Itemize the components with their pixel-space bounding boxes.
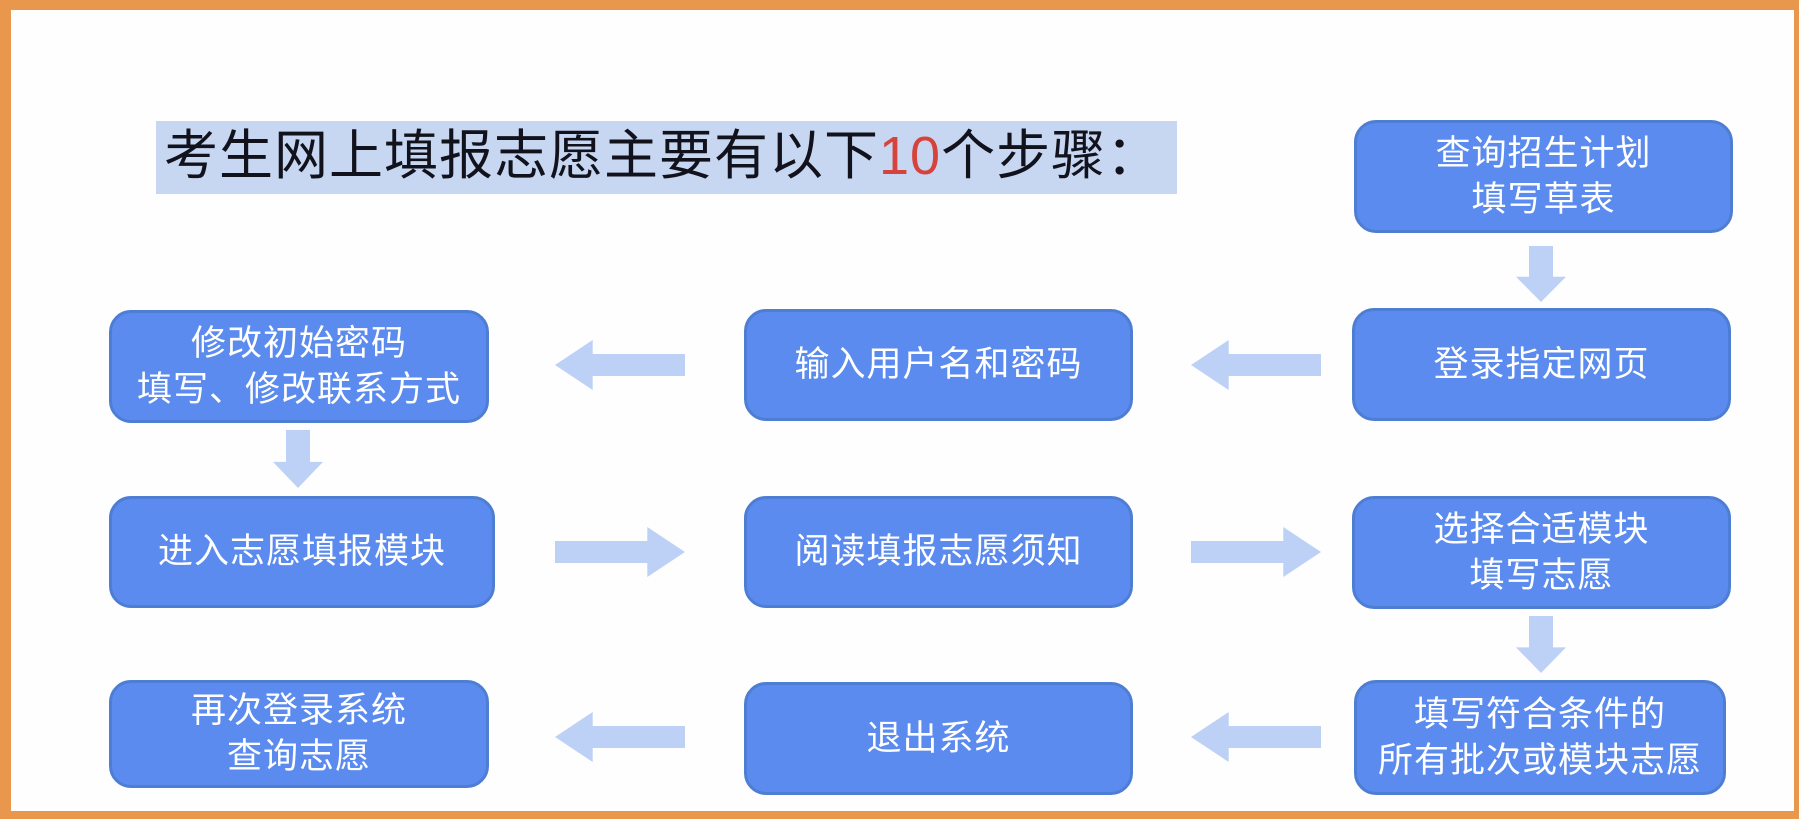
flow-arrow-down-icon — [273, 430, 323, 488]
step-box-logout: 退出系统 — [744, 682, 1133, 795]
flow-arrow-down-icon — [1516, 246, 1566, 302]
flow-arrow-right-icon — [1191, 527, 1321, 577]
flow-arrow-right-icon — [555, 527, 685, 577]
step-box-change-password: 修改初始密码 填写、修改联系方式 — [109, 310, 489, 423]
flow-arrow-left-icon — [555, 712, 685, 762]
flow-arrow-left-icon — [1191, 712, 1321, 762]
flow-arrow-down-icon — [1516, 616, 1566, 673]
page-title: 考生网上填报志愿主要有以下10个步骤： — [156, 121, 1178, 194]
step-box-relogin-check: 再次登录系统 查询志愿 — [109, 680, 489, 788]
flow-arrow-left-icon — [555, 340, 685, 390]
step-box-query-plan-draft: 查询招生计划 填写草表 — [1354, 120, 1733, 233]
step-box-select-module: 选择合适模块 填写志愿 — [1352, 496, 1731, 609]
step-box-login-webpage: 登录指定网页 — [1352, 308, 1731, 421]
step-box-enter-module: 进入志愿填报模块 — [109, 496, 495, 608]
title-suffix: 个步骤： — [941, 126, 1162, 186]
flow-arrow-left-icon — [1191, 340, 1321, 390]
step-box-read-notice: 阅读填报志愿须知 — [744, 496, 1133, 608]
step-box-fill-all-batches: 填写符合条件的 所有批次或模块志愿 — [1354, 680, 1726, 795]
title-step-count: 10 — [879, 126, 942, 186]
title-prefix: 考生网上填报志愿主要有以下 — [164, 126, 879, 186]
step-box-enter-credentials: 输入用户名和密码 — [744, 309, 1133, 421]
